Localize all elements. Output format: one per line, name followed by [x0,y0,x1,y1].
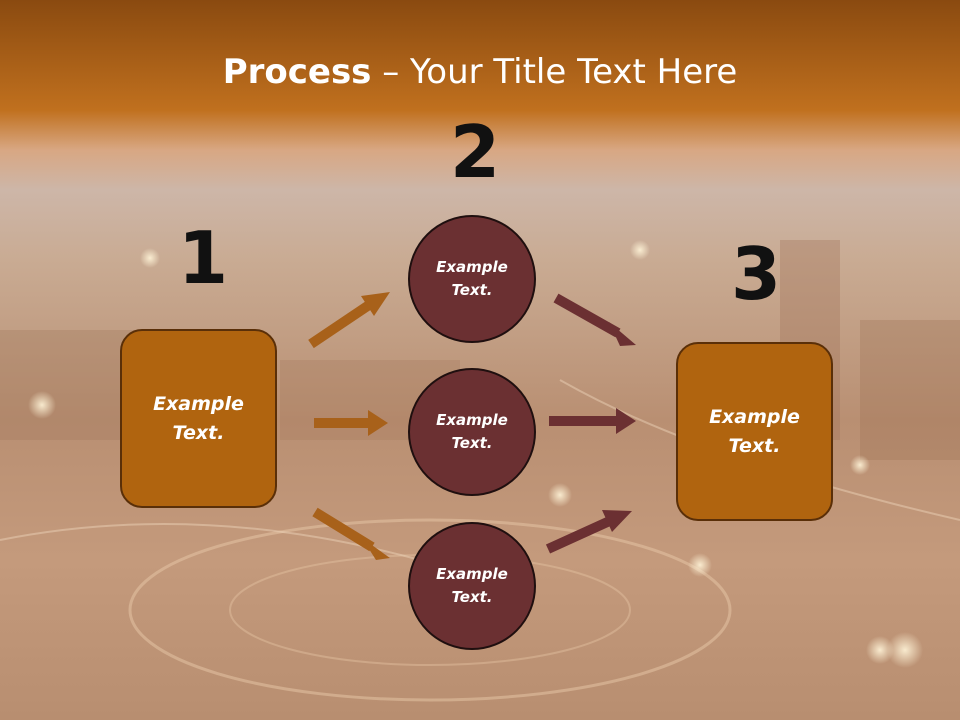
slide-title: Process – Your Title Text Here [0,52,960,92]
step-number-1: 1 [178,216,229,300]
arrow-left-to-middle [314,410,388,436]
process-circle-top: Example Text. [408,215,536,343]
left-box-text: Example Text. [153,393,244,444]
circle-top-text: Example Text. [436,257,508,299]
arrow-left-to-bottom [312,507,390,560]
right-process-box: Example Text. [676,342,833,521]
circle-bottom-text: Example Text. [436,564,508,606]
process-circle-middle: Example Text. [408,368,536,496]
arrow-top-to-right [553,293,636,346]
step-number-3: 3 [731,232,782,316]
step-number-2: 2 [450,110,501,194]
title-rest: – Your Title Text Here [371,52,738,92]
arrow-middle-to-right [549,408,636,434]
arrow-bottom-to-right [545,510,632,554]
title-bold: Process [222,52,372,92]
process-circle-bottom: Example Text. [408,522,536,650]
circle-middle-text: Example Text. [436,410,508,452]
left-process-box: Example Text. [120,329,277,508]
arrow-left-to-top [308,292,390,349]
right-box-text: Example Text. [709,406,800,457]
